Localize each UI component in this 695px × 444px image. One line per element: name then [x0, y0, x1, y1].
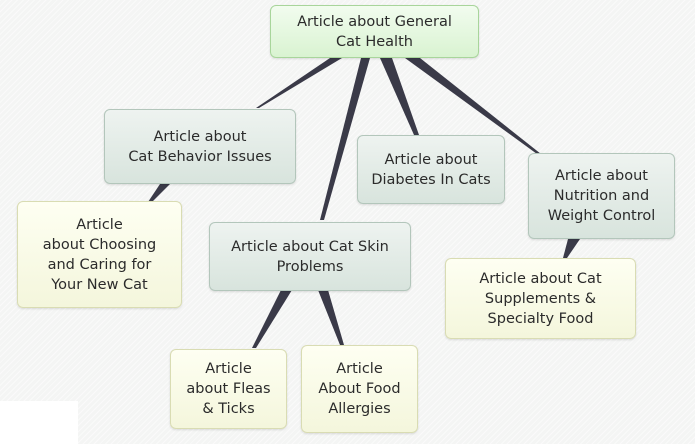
node-label: Article about Fleas & Ticks — [186, 361, 271, 417]
node-cat-skin-problems[interactable]: Article about Cat Skin Problems — [209, 222, 411, 291]
node-diabetes-in-cats[interactable]: Article about Diabetes In Cats — [357, 135, 505, 204]
node-fleas-ticks[interactable]: Article about Fleas & Ticks — [170, 349, 287, 429]
node-general-cat-health[interactable]: Article about General Cat Health — [270, 5, 479, 58]
node-cat-behavior-issues[interactable]: Article about Cat Behavior Issues — [104, 109, 296, 184]
node-choosing-caring-new-cat[interactable]: Article about Choosing and Caring for Yo… — [17, 201, 182, 308]
node-label: Article about General Cat Health — [297, 13, 452, 50]
node-nutrition-weight-control[interactable]: Article about Nutrition and Weight Contr… — [528, 153, 675, 239]
blank-patch — [0, 401, 78, 444]
node-label: Article About Food Allergies — [318, 361, 401, 417]
node-label: Article about Choosing and Caring for Yo… — [42, 216, 157, 293]
connector-skin-fleas — [252, 290, 292, 348]
node-label: Article about Cat Behavior Issues — [128, 128, 272, 165]
node-label: Article about Cat Skin Problems — [231, 238, 389, 275]
connector-skin-food — [318, 290, 344, 345]
connector-general-diabetes — [380, 58, 419, 135]
connector-nutrition-supplements — [563, 239, 580, 258]
connector-general-skin — [320, 58, 370, 220]
node-food-allergies[interactable]: Article About Food Allergies — [301, 345, 418, 433]
node-label: Article about Diabetes In Cats — [371, 151, 491, 188]
node-supplements-specialty-food[interactable]: Article about Cat Supplements & Specialt… — [445, 258, 636, 339]
node-label: Article about Cat Supplements & Specialt… — [479, 270, 602, 327]
connector-behavior-choosing — [148, 184, 170, 202]
node-label: Article about Nutrition and Weight Contr… — [547, 168, 656, 224]
connector-general-behavior — [256, 58, 342, 108]
connector-general-nutrition — [405, 58, 541, 154]
